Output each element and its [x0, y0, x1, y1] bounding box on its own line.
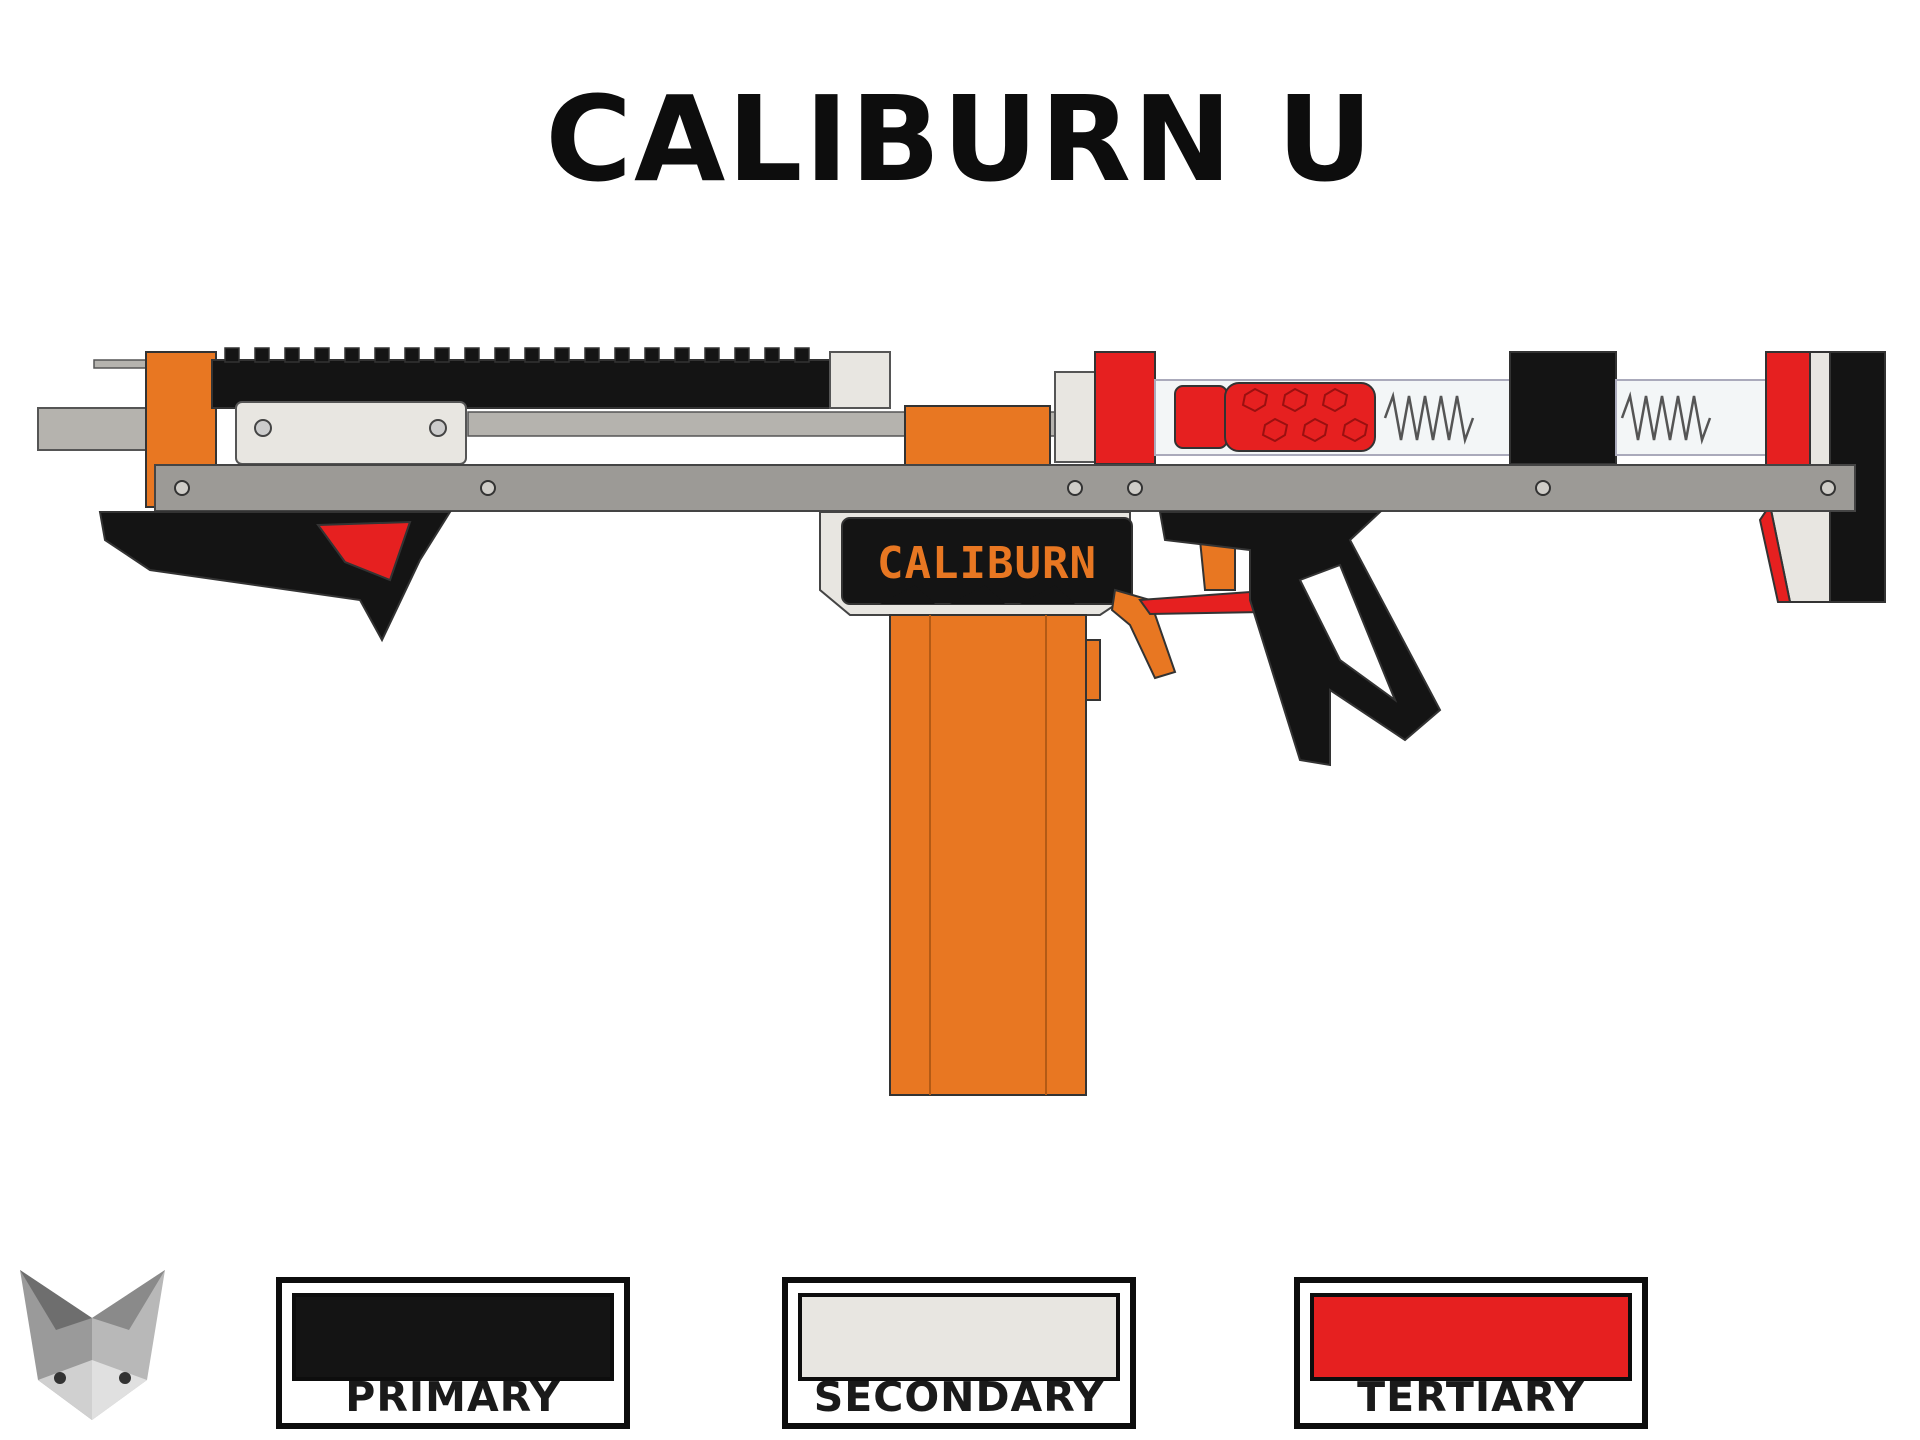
swatch-fill — [1310, 1293, 1632, 1381]
pistol-grip — [1158, 511, 1442, 767]
page-title: CALIBURN U — [545, 70, 1375, 208]
rail-teeth — [224, 347, 810, 363]
mid-block — [1509, 351, 1617, 465]
trigger-guard — [1138, 590, 1264, 616]
color-swatch-tertiary: TERTIARY — [1294, 1277, 1648, 1429]
color-swatch-secondary: SECONDARY — [782, 1277, 1136, 1429]
breech-white — [1054, 371, 1096, 463]
swatch-fill — [798, 1293, 1120, 1381]
swatch-label: PRIMARY — [345, 1373, 561, 1421]
swatch-label: TERTIARY — [1357, 1373, 1585, 1421]
plunger-head — [1174, 385, 1228, 449]
fox-head-icon — [20, 1270, 165, 1420]
swatch-fill — [292, 1293, 614, 1381]
outer-barrel — [37, 407, 159, 451]
blaster-diagram: CALIBURN — [37, 347, 1886, 1096]
spring-rear — [1620, 391, 1712, 445]
top-rail — [211, 359, 833, 409]
spring — [1383, 391, 1475, 445]
main-rail — [154, 464, 1856, 512]
breech-red — [1094, 351, 1156, 465]
magazine — [889, 614, 1087, 1096]
rail-end-cap — [829, 351, 891, 409]
color-swatch-primary: PRIMARY — [276, 1277, 630, 1429]
swatch-label: SECONDARY — [813, 1373, 1105, 1421]
receiver-core — [904, 405, 1051, 467]
brand-text: CALIBURN — [877, 538, 1097, 589]
